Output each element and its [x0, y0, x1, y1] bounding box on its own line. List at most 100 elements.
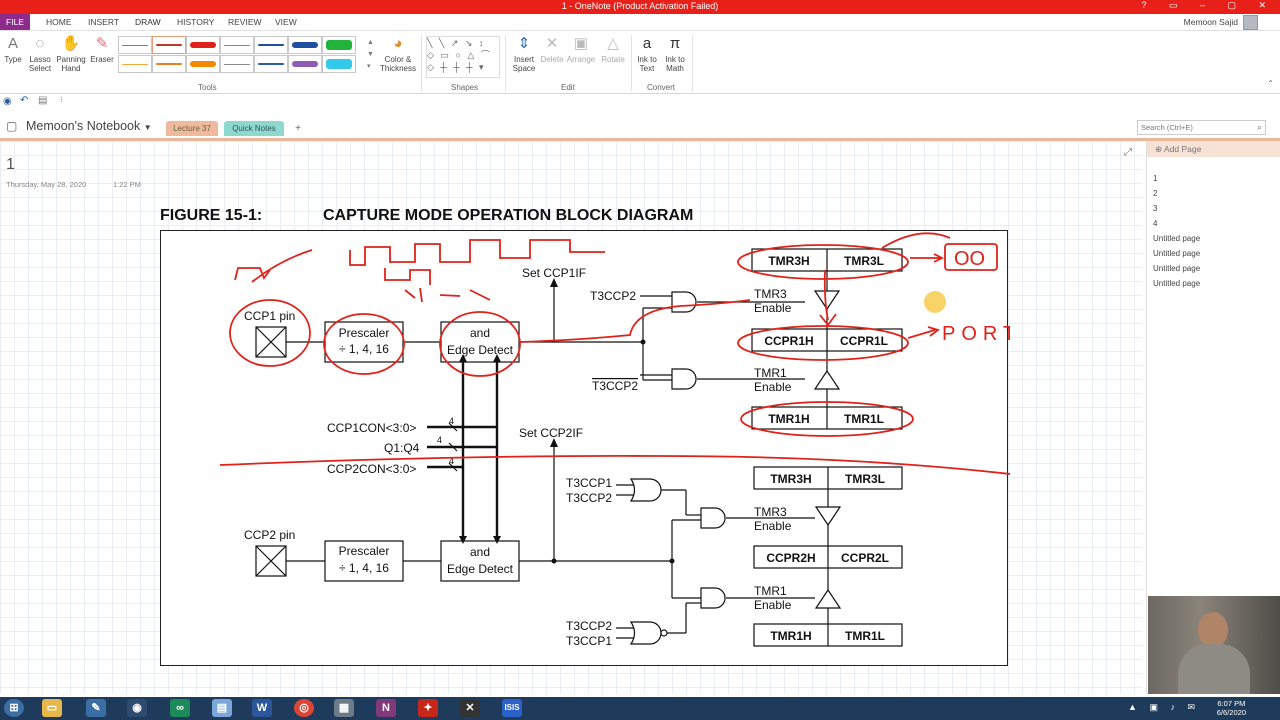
notebook-icon[interactable]: ▢ — [6, 119, 18, 133]
bus-width-label: 4 — [437, 435, 442, 445]
add-page-button[interactable]: ⊕ Add Page — [1147, 141, 1280, 157]
infinity-icon[interactable]: ∞ — [170, 699, 190, 717]
user-name[interactable]: Memoon Sajid — [1183, 17, 1238, 27]
tool-icon[interactable]: ✎ — [86, 699, 106, 717]
xilinx-icon[interactable]: ✕ — [460, 699, 480, 717]
calculator-icon[interactable]: ▦ — [334, 699, 354, 717]
ink-to-text-icon: a — [642, 35, 652, 52]
notebook-name[interactable]: Memoon's Notebook ▼ — [26, 119, 152, 133]
tab-section-lecture-37[interactable]: Lecture 37 — [166, 121, 218, 136]
chrome-icon[interactable]: ◎ — [294, 699, 314, 717]
page-list-item[interactable]: Untitled page — [1153, 234, 1201, 243]
eraser-icon: ✎ — [95, 35, 109, 52]
pen-swatch[interactable] — [254, 36, 288, 54]
pen-stroke — [224, 45, 250, 46]
enable-label: TMR3 — [754, 505, 787, 519]
page-list-item[interactable]: Untitled page — [1153, 249, 1201, 258]
pen-swatch[interactable] — [220, 55, 254, 73]
expand-icon[interactable]: ⤢ — [1124, 147, 1132, 158]
pen-swatch[interactable] — [288, 36, 322, 54]
insert-space-button[interactable]: ⇕Insert Space — [510, 35, 538, 73]
insert-space-icon: ⇕ — [517, 35, 531, 52]
pen-swatch[interactable] — [322, 36, 356, 54]
ribbon-separator — [505, 35, 506, 91]
collapse-ribbon-icon[interactable]: ⌃ — [1267, 79, 1274, 88]
tab-section-quick-notes[interactable]: Quick Notes — [224, 121, 284, 136]
tab-insert[interactable]: INSERT — [88, 17, 120, 27]
tab-file[interactable]: FILE — [0, 14, 30, 30]
isis-icon[interactable]: ISIS — [502, 699, 522, 717]
tab-draw[interactable]: DRAW — [135, 17, 161, 27]
page-list-item[interactable]: 3 — [1153, 204, 1158, 213]
tab-history[interactable]: HISTORY — [177, 17, 215, 27]
panning-hand-button[interactable]: ✋Panning Hand — [56, 35, 86, 73]
pen-stroke — [156, 63, 182, 65]
word-icon[interactable]: W — [252, 699, 272, 717]
back-icon[interactable]: ◉ — [3, 96, 12, 107]
page-title[interactable]: 1 — [6, 156, 15, 173]
customize-icon[interactable]: ⁝ — [60, 95, 63, 104]
ccp2-pin-label: CCP2 pin — [244, 528, 295, 542]
gallery-scroll[interactable]: ▲▼▾ — [367, 39, 374, 70]
delete-button[interactable]: ✕Delete — [540, 35, 564, 64]
pen-swatch[interactable] — [288, 55, 322, 73]
search-input[interactable]: Search (Ctrl+E)⌕ — [1137, 120, 1266, 135]
register-label: CCPR2H — [766, 551, 815, 565]
page-list-item[interactable]: Untitled page — [1153, 264, 1201, 273]
undo-icon[interactable]: ↶ — [20, 95, 29, 106]
arrange-button[interactable]: ▣Arrange — [566, 35, 596, 64]
add-section-button[interactable]: + — [295, 123, 301, 134]
acrobat-icon[interactable]: ✦ — [418, 699, 438, 717]
pen-swatch[interactable] — [118, 36, 152, 54]
bus-width-label: 4 — [449, 416, 454, 426]
avatar[interactable] — [1243, 15, 1258, 30]
pen-swatch[interactable] — [254, 55, 288, 73]
file-explorer-icon[interactable]: ▭ — [42, 699, 62, 717]
page-time: 1:22 PM — [113, 180, 141, 189]
shapes-gallery[interactable]: ╲ ╲ ↗ ↘ ↕◇ ▭ ○ △ ⌒◇ ┼ ┼ ┼ ▾ — [426, 36, 500, 78]
pen-swatch[interactable] — [118, 55, 152, 73]
pen-swatch[interactable] — [322, 55, 356, 73]
lasso-select-button[interactable]: ◌Lasso Select — [28, 35, 52, 73]
chevron-down-icon: ▼ — [143, 123, 152, 132]
webcam-overlay — [1148, 596, 1280, 694]
gate-input-label: T3CCP1 — [566, 634, 612, 648]
rotate-button[interactable]: △Rotate — [599, 35, 627, 64]
start-icon[interactable]: ⊞ — [4, 699, 24, 717]
page-list-item[interactable]: Untitled page — [1153, 279, 1201, 288]
system-tray[interactable]: ▲ ▣ ♪ ✉ — [1128, 702, 1200, 712]
webcam-app-icon[interactable]: ◉ — [127, 699, 147, 717]
register-label: TMR1L — [845, 629, 885, 643]
pen-swatch[interactable] — [152, 36, 186, 54]
prescaler-label: Prescaler — [339, 326, 390, 340]
enable-label: Enable — [754, 598, 792, 612]
pen-swatch[interactable] — [186, 36, 220, 54]
pen-swatch[interactable] — [186, 55, 220, 73]
page-list-item[interactable]: 4 — [1153, 219, 1158, 228]
page-list-item[interactable]: 2 — [1153, 189, 1158, 198]
pen-swatch[interactable] — [152, 55, 186, 73]
onenote-icon[interactable]: N — [376, 699, 396, 717]
notepad-icon[interactable]: ▤ — [212, 699, 232, 717]
dock-icon[interactable]: ▤ — [38, 95, 48, 106]
edge-detect-label: and — [470, 545, 490, 559]
ribbon-separator — [692, 35, 693, 91]
eraser-button[interactable]: ✎Eraser — [90, 35, 114, 64]
edge-detect-label: and — [470, 326, 490, 340]
taskbar: ⊞ ▭ ✎ ◉ ∞ ▤ W ◎ ▦ N ✦ ✕ ISIS ▲ ▣ ♪ ✉ 6:0… — [0, 697, 1280, 720]
page-list-item[interactable]: 1 — [1153, 174, 1158, 183]
ink-annotations — [219, 232, 1010, 475]
tab-view[interactable]: VIEW — [275, 17, 297, 27]
color-thickness-button[interactable]: ◕Color & Thickness — [379, 35, 416, 73]
register-label: TMR1H — [770, 629, 811, 643]
pen-swatch[interactable] — [220, 36, 254, 54]
tab-review[interactable]: REVIEW — [228, 17, 262, 27]
pen-stroke — [224, 64, 250, 65]
window-controls[interactable]: ? ▭ – ▢ ✕ — [1141, 0, 1276, 10]
page-canvas[interactable]: 1 Thursday, May 28, 2020 1:22 PM ⤢ FIGUR… — [0, 141, 1142, 694]
tab-home[interactable]: HOME — [46, 17, 72, 27]
